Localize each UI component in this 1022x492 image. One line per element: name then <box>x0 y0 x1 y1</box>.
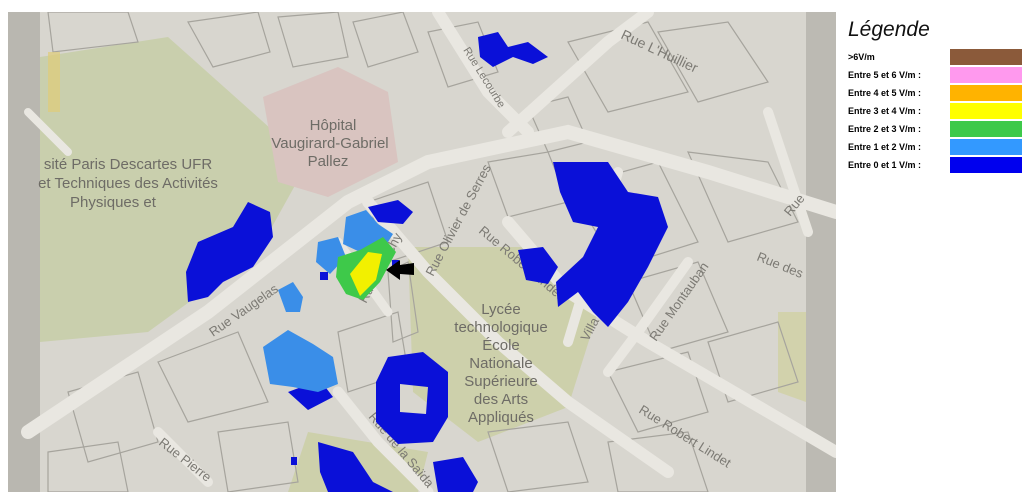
svg-text:Supérieure: Supérieure <box>464 373 537 390</box>
location-arrow-icon <box>386 260 414 280</box>
legend-label: Entre 2 et 3 V/m : <box>848 124 922 134</box>
field-zone-0-1 <box>320 272 328 280</box>
university-campus-area <box>40 37 308 342</box>
svg-text:des Arts: des Arts <box>474 391 528 408</box>
svg-text:et Techniques des Activités: et Techniques des Activités <box>38 175 218 192</box>
field-zone-0-1 <box>368 200 413 224</box>
legend-label: Entre 5 et 6 V/m : <box>848 70 922 80</box>
legend-swatch <box>950 157 1022 173</box>
field-zone-3-4 <box>350 252 382 296</box>
legend-label: Entre 1 et 2 V/m : <box>848 142 922 152</box>
legend-swatch <box>950 85 1022 101</box>
hospital-label: Hôpital Vaugirard-Gabriel Pallez <box>271 117 388 170</box>
svg-text:Hôpital: Hôpital <box>310 117 357 134</box>
field-zone-0-1 <box>291 457 297 465</box>
legend-swatch <box>950 49 1022 65</box>
legend-row: >6V/m <box>848 48 1022 66</box>
field-zone-0-1 <box>433 457 478 492</box>
field-zone-0-1 <box>376 352 448 444</box>
svg-text:technologique: technologique <box>454 319 547 336</box>
field-zone-0-1 <box>553 162 668 327</box>
legend-label: Entre 0 et 1 V/m : <box>848 160 922 170</box>
field-zone-0-1 <box>478 32 548 67</box>
svg-text:École: École <box>482 337 520 354</box>
map-canvas: Rue L'Huillier Rue Lecourbe Rue Vaugelas… <box>8 12 836 492</box>
map-edge-shade <box>806 12 836 492</box>
legend-swatch <box>950 103 1022 119</box>
legend-title: Légende <box>848 18 930 41</box>
green-area <box>778 312 806 402</box>
field-zone-1-2 <box>263 330 338 392</box>
field-overlay <box>186 32 668 492</box>
legend-row: Entre 1 et 2 V/m : <box>848 138 1022 156</box>
svg-text:Vaugirard-Gabriel: Vaugirard-Gabriel <box>271 135 388 152</box>
field-zone-0-1 <box>518 247 558 284</box>
legend-label: Entre 3 et 4 V/m : <box>848 106 922 116</box>
legend-row: Entre 5 et 6 V/m : <box>848 66 1022 84</box>
university-label: sité Paris Descartes UFR et Techniques d… <box>38 156 218 211</box>
field-zone-1-2 <box>278 282 303 312</box>
svg-text:Pallez: Pallez <box>308 153 349 170</box>
field-zone-0-1 <box>318 442 393 492</box>
svg-text:Nationale: Nationale <box>469 355 532 372</box>
map-view[interactable]: Rue L'Huillier Rue Lecourbe Rue Vaugelas… <box>8 12 836 492</box>
legend-label: >6V/m <box>848 52 875 62</box>
legend-label: Entre 4 et 5 V/m : <box>848 88 922 98</box>
legend-swatch <box>950 67 1022 83</box>
legend-row: Entre 0 et 1 V/m : <box>848 156 1022 174</box>
lycee-label: Lycée technologique École Nationale Supé… <box>454 301 547 426</box>
legend-swatch <box>950 139 1022 155</box>
svg-text:Physiques et: Physiques et <box>70 194 157 211</box>
building-outlines <box>47 12 799 492</box>
field-zone-0-1 <box>186 202 273 302</box>
legend-row: Entre 4 et 5 V/m : <box>848 84 1022 102</box>
hospital-area <box>263 67 398 197</box>
legend-row: Entre 2 et 3 V/m : <box>848 120 1022 138</box>
street-network <box>21 12 836 492</box>
svg-text:Appliqués: Appliqués <box>468 409 534 426</box>
map-edge-shade <box>8 12 40 492</box>
legend-row: Entre 3 et 4 V/m : <box>848 102 1022 120</box>
svg-text:Lycée: Lycée <box>481 301 520 318</box>
legend-swatch <box>950 121 1022 137</box>
highlighted-road <box>48 52 60 112</box>
svg-text:sité Paris Descartes UFR: sité Paris Descartes UFR <box>44 156 213 173</box>
